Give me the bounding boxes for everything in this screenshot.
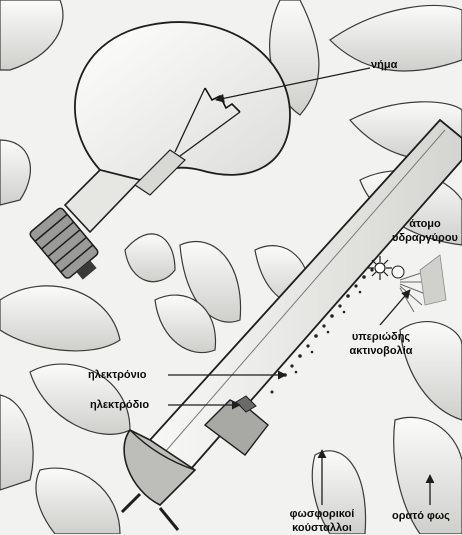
ultraviolet-label-line2: ακτινοβολία bbox=[338, 344, 424, 358]
filament-label: νήμα bbox=[371, 58, 397, 72]
electrode-label: ηλεκτρόδιο bbox=[90, 398, 149, 412]
phosphor-crystals-label: φωσφορικοί κούσταλλοι bbox=[280, 507, 364, 535]
electron-label: ηλεκτρόνιο bbox=[88, 368, 147, 382]
ultraviolet-label: υπεριώδης ακτινοβολία bbox=[338, 330, 424, 358]
mercury-atom-label: άτομο υδραργύρου bbox=[392, 217, 458, 245]
phosphor-label-line1: φωσφορικοί bbox=[280, 507, 364, 521]
visible-light-label: ορατό φως bbox=[392, 509, 450, 523]
mercury-atom-label-line2: υδραργύρου bbox=[392, 231, 458, 245]
mercury-atom-label-line1: άτομο bbox=[392, 217, 458, 231]
ultraviolet-label-line1: υπεριώδης bbox=[338, 330, 424, 344]
phosphor-label-line2: κούσταλλοι bbox=[280, 521, 364, 535]
